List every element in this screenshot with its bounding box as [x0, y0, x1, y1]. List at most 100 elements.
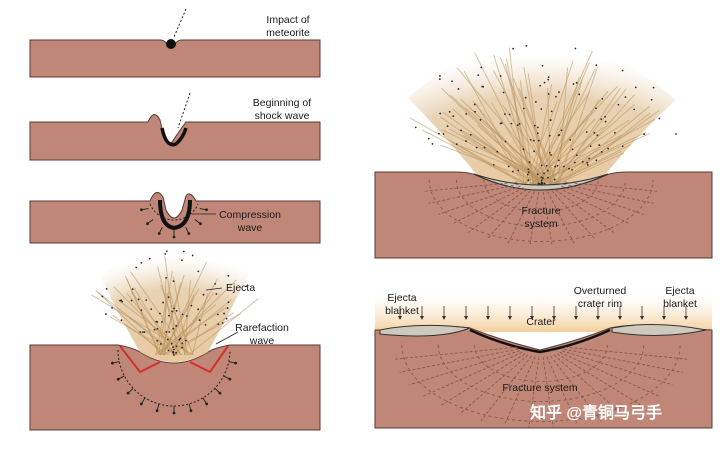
arrow-head	[205, 208, 208, 212]
fracture-network	[422, 179, 660, 246]
fracture-line	[467, 189, 527, 233]
ejecta-fan	[408, 40, 676, 190]
fracture-arc	[401, 344, 681, 422]
debris-particle	[518, 122, 521, 125]
debris-particle	[227, 274, 230, 277]
fracture-line	[564, 181, 660, 192]
debris-particle	[527, 179, 530, 182]
debris-particle	[553, 178, 556, 181]
debris-particle	[575, 154, 578, 157]
debris-particle	[556, 164, 559, 167]
ejecta-streak	[191, 293, 209, 356]
debris-particle	[178, 338, 181, 341]
debris-particle	[427, 137, 430, 140]
debris-particle	[569, 139, 572, 141]
debris-particle	[171, 310, 173, 313]
fracture-line	[556, 353, 643, 407]
debris-particle	[465, 140, 467, 142]
debris-particle	[161, 320, 163, 323]
ejecta-streak	[175, 278, 219, 356]
fracture-line	[563, 348, 683, 373]
debris-particle	[191, 254, 194, 257]
debris-particle	[156, 321, 159, 323]
debris-particle	[225, 317, 228, 320]
debris-particle	[217, 323, 220, 326]
debris-particle	[190, 304, 193, 307]
ejecta-streak	[163, 299, 232, 356]
arrow-head	[398, 316, 402, 320]
debris-particle	[522, 148, 525, 151]
debris-particle	[604, 116, 606, 118]
debris-particle	[533, 124, 536, 127]
arrow-head	[508, 316, 512, 320]
debris-particle	[175, 324, 178, 327]
ejecta-streak	[421, 129, 529, 186]
debris-particle	[140, 262, 143, 264]
arrow-head	[596, 316, 600, 320]
ejecta-streak	[549, 99, 600, 186]
ejecta-streak	[442, 111, 545, 186]
debris-particle	[204, 323, 207, 326]
crater-label: Crater	[526, 316, 556, 328]
debris-particle	[524, 96, 527, 99]
fracture-line	[480, 355, 532, 421]
ejecta-streak	[518, 88, 559, 186]
leader-line	[215, 331, 239, 345]
ejecta-streak	[112, 314, 169, 356]
debris-particle	[438, 78, 441, 81]
debris-particle	[545, 164, 548, 167]
shock-arrows	[110, 361, 238, 415]
debris-particle	[543, 172, 545, 175]
debris-particle	[185, 339, 187, 342]
debris-particle	[438, 132, 440, 135]
debris-particle	[451, 80, 453, 83]
debris-particle	[162, 301, 164, 304]
fracture-line	[428, 183, 519, 204]
ejecta-streak	[162, 261, 208, 356]
ejecta-streak	[552, 88, 627, 186]
arrow-head	[139, 402, 143, 406]
arrow-head	[155, 409, 159, 413]
debris-particle	[529, 138, 532, 141]
debris-particle	[542, 177, 544, 179]
debris-particle	[216, 313, 219, 316]
debris-particle	[172, 280, 175, 283]
debris-particle	[550, 110, 553, 113]
debris-particle	[598, 144, 601, 146]
debris-particle	[504, 113, 506, 115]
debris-particle	[167, 349, 170, 352]
ejecta-streak	[164, 276, 167, 356]
debris-particle	[474, 110, 476, 113]
fracture-arc	[456, 179, 626, 227]
debris-particle	[536, 173, 539, 176]
arrow-head	[172, 411, 176, 415]
debris-particle	[573, 161, 576, 164]
debris-particle	[499, 75, 502, 77]
debris-particle	[533, 150, 535, 153]
debris-particle	[245, 285, 248, 288]
debris-particle	[173, 348, 175, 351]
fracture-line	[551, 190, 596, 240]
ejecta-blanket-right	[611, 323, 707, 337]
arrow-head	[464, 316, 468, 320]
debris-particle	[650, 98, 653, 101]
ejecta-streak	[130, 291, 182, 356]
debris-particle	[547, 76, 550, 79]
arrow-head	[618, 316, 622, 320]
debris-particle	[197, 308, 200, 311]
fracture-line	[422, 181, 518, 192]
debris-particle	[526, 173, 529, 176]
debris-particle	[439, 112, 442, 115]
debris-particle	[534, 101, 537, 103]
debris-particle	[541, 182, 544, 185]
arrow-head	[420, 316, 424, 320]
ejecta-streak	[557, 67, 569, 186]
arrow-head	[234, 361, 238, 365]
fracture-line	[542, 191, 553, 246]
